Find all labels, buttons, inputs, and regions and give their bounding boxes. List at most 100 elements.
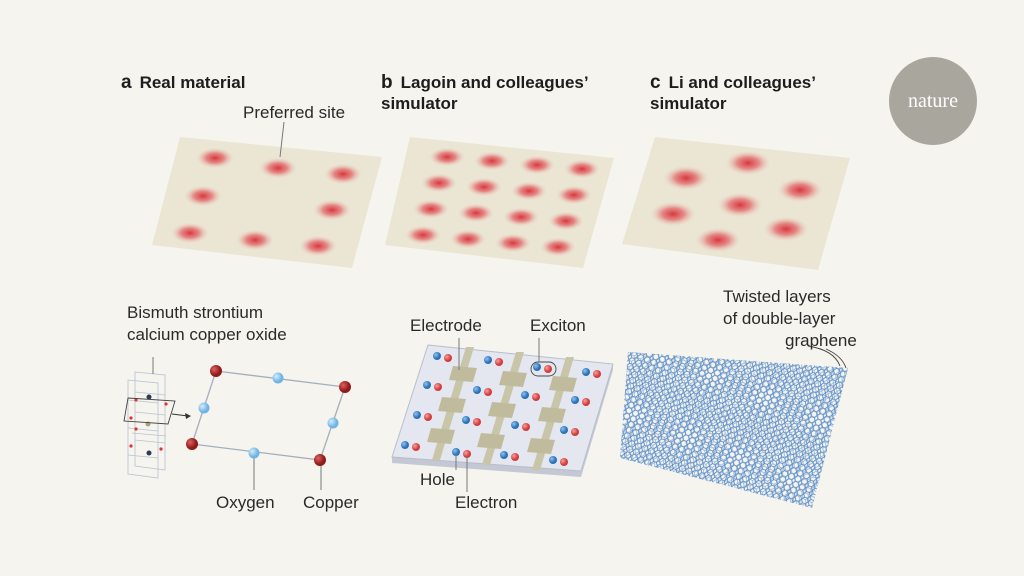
hole-particle [462,416,470,424]
copper-atom [186,438,198,450]
preferred-site-spot [183,185,223,207]
cuo2-plane-marker [123,397,176,425]
preferred-site-spot [502,207,540,227]
copper-label: Copper [303,493,359,512]
panel-b-title: b Lagoin and colleagues’ simulator [381,72,589,114]
exciton-outline [530,361,557,377]
hole-particle [521,391,529,399]
exciton-label: Exciton [530,316,586,335]
preferred-site-spot [762,216,810,242]
preferred-site-spot [412,199,450,219]
graphene-label-line: Twisted layers [723,287,831,306]
hole-label: Hole [420,470,455,489]
oxygen-atom [327,417,339,429]
electrode-pad [488,402,516,418]
copper-atom [314,454,326,466]
panel-letter: b [381,72,393,93]
preferred-site-spot [518,155,556,175]
preferred-site-spot [465,177,503,197]
electrode-label: Electrode [410,316,482,335]
panel-a-title: a Real material [121,72,245,93]
electrode-pad [538,407,566,423]
preferred-site-spot [510,181,548,201]
real-material-sheet [152,137,382,268]
hole-particle [452,448,460,456]
preferred-site-spot [420,173,458,193]
panel-letter: c [650,72,661,93]
panel-title-text: simulator [650,94,727,113]
panel-title-text: Real material [139,73,246,92]
panel-letter: a [121,72,132,93]
graphene-label-line: graphene [785,331,857,350]
preferred-site-spot [724,150,772,176]
electrode-pad [449,366,477,382]
copper-atom [339,381,351,393]
preferred-site-spot [298,235,338,257]
preferred-site-spot [170,222,210,244]
electron-particle [560,458,568,466]
oxygen-atom [248,447,260,459]
electron-particle [424,413,432,421]
electron-particle [444,354,452,362]
electron-particle [593,370,601,378]
preferred-site-spot [539,237,577,257]
electron-particle [473,418,481,426]
material-label-line: calcium copper oxide [127,325,287,344]
electrode-pad [499,371,527,387]
panel-title-text: simulator [381,94,458,113]
preferred-site-spot [716,192,764,218]
preferred-site-spot [312,199,352,221]
li-simulator-sheet [622,137,850,270]
hole-particle [500,451,508,459]
preferred-site-spot [494,233,532,253]
hole-particle [511,421,519,429]
zoom-arrow [171,413,189,417]
preferred-site-spot [195,147,235,169]
electron-particle [434,383,442,391]
hole-particle [433,352,441,360]
electron-particle [484,388,492,396]
preferred-site-spot [662,165,710,191]
preferred-site-label: Preferred site [243,103,346,122]
electron-particle [532,393,540,401]
hole-particle [473,386,481,394]
cuo2-plane [186,365,351,490]
electron-particle [522,423,530,431]
electron-label: Electron [455,493,518,512]
electron-particle [582,398,590,406]
electron-particle [495,358,503,366]
preferred-site-spot [235,229,275,251]
preferred-site-spot [457,203,495,223]
preferred-site-spot [555,185,593,205]
oxygen-atom [272,372,284,384]
preferred-site-spot [323,163,363,185]
preferred-site-spot [258,157,298,179]
preferred-site-spot [404,225,442,245]
preferred-site-spot [473,151,511,171]
preferred-site-spot [449,229,487,249]
preferred-site-spot [649,201,697,227]
panel-title-text: Lagoin and colleagues’ [400,73,589,92]
hole-particle [401,441,409,449]
electrode-pad [438,397,466,413]
oxygen-atom [198,402,210,414]
electron-particle [571,428,579,436]
hole-particle [549,456,557,464]
hole-particle [582,368,590,376]
hole-particle [533,363,541,371]
preferred-site-leader [279,121,285,158]
preferred-site-spot [694,227,742,253]
preferred-site-spot [428,147,466,167]
hole-particle [413,411,421,419]
preferred-site-spot [563,159,601,179]
preferred-site-spot [547,211,585,231]
preferred-site-spot [776,177,824,203]
hole-particle [560,426,568,434]
nature-logo: nature [889,57,977,145]
electron-particle [412,443,420,451]
